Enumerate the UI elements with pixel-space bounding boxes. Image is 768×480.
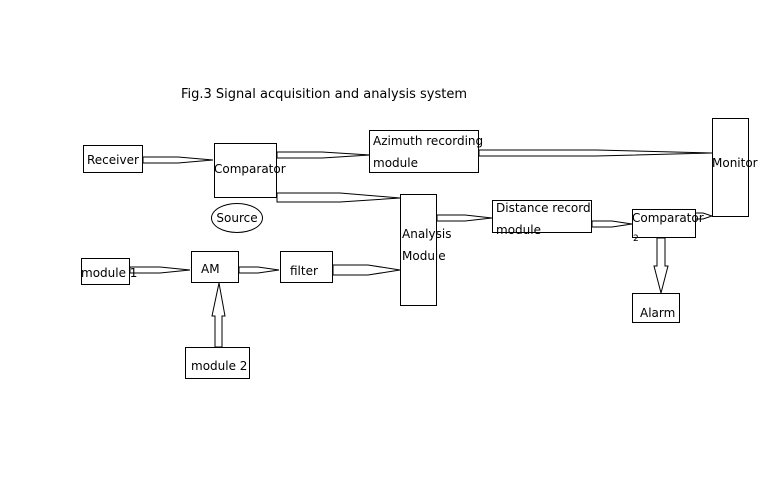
monitor-label: Monitor (712, 156, 758, 170)
arrow-distance-to-comparator2 (591, 220, 633, 228)
module2-label: module 2 (191, 359, 248, 373)
arrow-comparator-to-analysis (276, 192, 401, 203)
comparator-label: Comparator (214, 162, 286, 176)
arrow-receiver-to-comparator (142, 156, 214, 164)
receiver-block: Receiver (83, 145, 143, 173)
analysis-label-line2: Module (402, 249, 446, 263)
arrow-analysis-to-distance (436, 214, 493, 222)
azimuth-recording-module-block: Azimuth recording module (369, 130, 483, 173)
distance-label-line1: Distance record (496, 201, 591, 215)
arrow-am-to-filter (238, 266, 280, 274)
receiver-label: Receiver (87, 153, 139, 167)
distance-record-module-block: Distance record module (492, 200, 592, 237)
arrow-comparator-to-azimuth (276, 151, 371, 159)
am-block: AM (191, 251, 239, 283)
figure-caption: Fig.3 Signal acquisition and analysis sy… (181, 87, 467, 102)
analysis-label-line1: Analysis (402, 227, 452, 241)
alarm-label: Alarm (640, 306, 676, 320)
analysis-module-block: Analysis Module (400, 194, 451, 306)
module-2-block: module 2 (185, 347, 250, 379)
arrow-module2-to-am (211, 282, 226, 348)
module-1-block: module 1 (81, 258, 137, 285)
comparator2-label-line2: 2 (633, 234, 639, 244)
azimuth-label-line2: module (373, 156, 418, 170)
arrow-azimuth-to-monitor (478, 149, 713, 157)
comparator-2-block: Comparator 2 (632, 209, 704, 244)
comparator2-label-line1: Comparator (632, 211, 704, 225)
filter-label: filter (290, 264, 318, 278)
arrow-comparator2-to-alarm (653, 237, 669, 295)
arrow-module1-to-am (129, 266, 191, 274)
monitor-block: Monitor (712, 118, 758, 217)
distance-label-line2: module (496, 223, 541, 237)
source-ellipse: Source (211, 203, 263, 233)
azimuth-label-line1: Azimuth recording (373, 134, 484, 148)
am-label: AM (201, 262, 220, 276)
filter-block: filter (280, 251, 333, 283)
alarm-block: Alarm (632, 293, 680, 323)
comparator-block: Comparator (214, 143, 286, 198)
module1-label: module 1 (81, 266, 138, 280)
arrow-filter-to-analysis (332, 264, 401, 276)
